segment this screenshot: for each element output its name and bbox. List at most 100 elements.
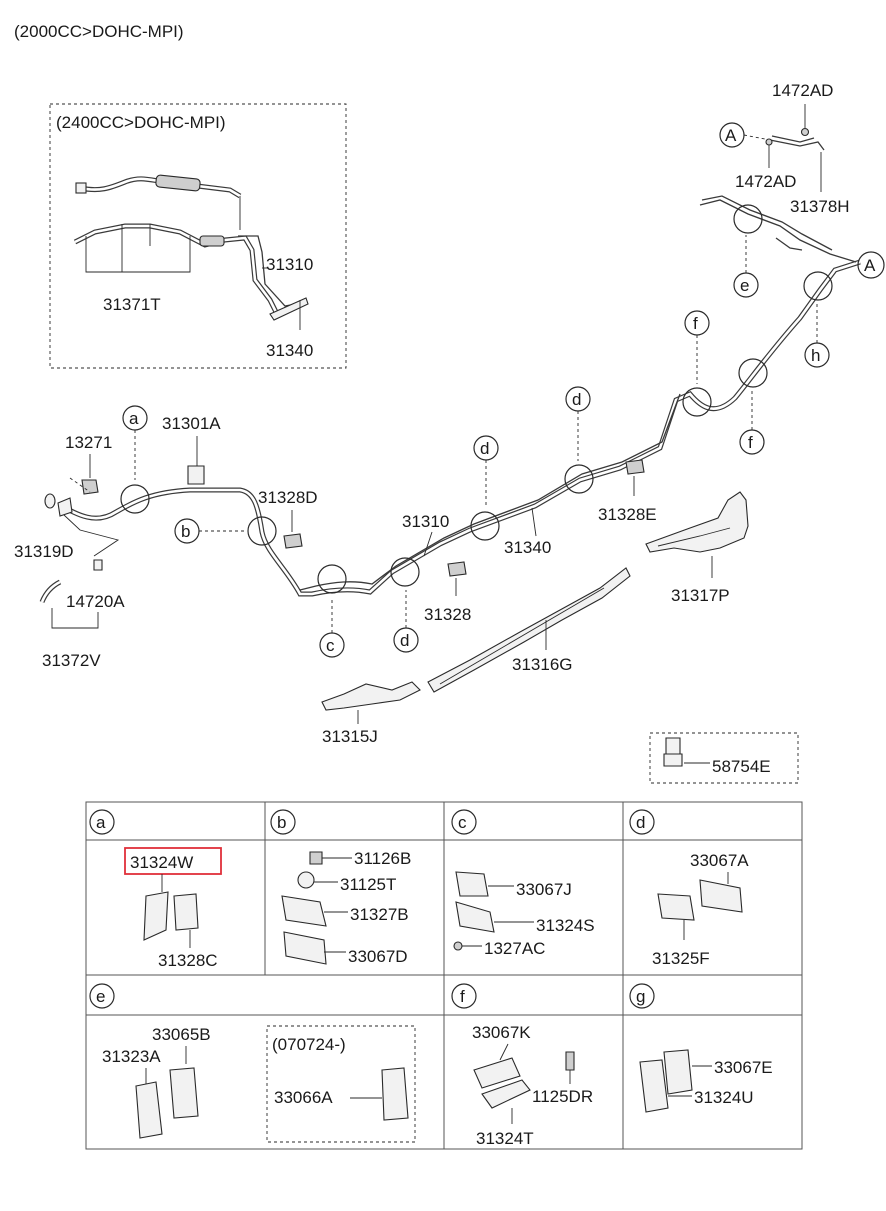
label-31323A: 31323A [102, 1047, 161, 1066]
part-31328C [173, 893, 199, 931]
part-33067J [455, 871, 489, 897]
callout-f2-label: f [748, 433, 753, 452]
table-header-b [270, 809, 296, 835]
ring-c [317, 564, 347, 594]
part-33067K [473, 1057, 521, 1089]
label-31328E: 31328E [598, 505, 657, 524]
part-14720A [93, 559, 103, 571]
label-33067D: 33067D [348, 947, 408, 966]
ring-h [803, 271, 833, 301]
inset-hose-lower [199, 235, 225, 247]
label-070724: (070724-) [272, 1035, 346, 1054]
part-31319D-ring [44, 493, 56, 509]
brackets: 31317P 31316G 31315J [321, 491, 749, 746]
callout-f1-label: f [693, 314, 698, 333]
label-31328: 31328 [424, 605, 471, 624]
callout-d1-label: d [400, 631, 409, 650]
inset-clip [269, 297, 309, 321]
label-31324W: 31324W [130, 853, 193, 872]
label-1472AD-top: 1472AD [772, 81, 833, 100]
label-31378H: 31378H [790, 197, 850, 216]
callout-b-label: b [181, 522, 190, 541]
diagram-title: (2000CC>DOHC-MPI) [14, 22, 184, 41]
part-31328D [283, 533, 303, 549]
part-31325F [657, 893, 695, 921]
table-header-f [451, 983, 477, 1009]
part-31328E [625, 459, 645, 475]
label-31324U: 31324U [694, 1088, 754, 1107]
part-31324T [481, 1079, 531, 1109]
parts-table: a b c d e f g 31324W 31328C 31126B 31125… [85, 801, 803, 1150]
table-header-g [629, 983, 655, 1009]
label-33067K: 33067K [472, 1023, 531, 1042]
label-33066A: 33066A [274, 1088, 333, 1107]
part-31324S [455, 901, 495, 933]
main-fuel-lines: A [58, 195, 885, 597]
clip-rings [120, 204, 833, 594]
label-31317P: 31317P [671, 586, 730, 605]
part-31324U [639, 1059, 669, 1113]
label-58754E: 58754E [712, 757, 771, 776]
part-33066A [381, 1067, 409, 1121]
label-13271: 13271 [65, 433, 112, 452]
label-33067A: 33067A [690, 851, 749, 870]
label-31324S: 31324S [536, 916, 595, 935]
ring-a [120, 484, 150, 514]
part-31327B [281, 895, 327, 927]
part-31317P [645, 491, 749, 553]
part-31126B [309, 851, 323, 865]
label-31310: 31310 [402, 512, 449, 531]
label-31125T: 31125T [340, 875, 396, 894]
label-33067E: 33067E [714, 1058, 773, 1077]
part-31324W [143, 891, 169, 941]
ring-e [733, 204, 763, 234]
left-small-parts: 13271 31301A 31319D 14720A 31372V [14, 414, 221, 670]
label-31316G: 31316G [512, 655, 573, 674]
table-header-a-label: a [96, 813, 106, 832]
label-31324T: 31324T [476, 1129, 534, 1148]
inset-title: (2400CC>DOHC-MPI) [56, 113, 226, 132]
clip-1472AD-mid [765, 138, 773, 146]
part-31319D [57, 497, 73, 517]
callout-d3-label: d [572, 390, 581, 409]
callout-d2-label: d [480, 439, 489, 458]
callout-A-top-label: A [725, 126, 737, 145]
table-header-f-label: f [460, 987, 465, 1006]
label-31126B: 31126B [354, 849, 411, 868]
callout-letters: a b c d d d f f e h [122, 235, 830, 658]
ring-b [247, 516, 277, 546]
box-58754E: 58754E [649, 732, 799, 784]
label-31371T: 31371T [103, 295, 161, 314]
callout-a-label: a [129, 409, 139, 428]
box-58754E-border [649, 732, 799, 784]
table-header-e-label: e [96, 987, 105, 1006]
label-31328D: 31328D [258, 488, 318, 507]
part-33067A [699, 879, 743, 913]
inset-2400cc: (2400CC>DOHC-MPI) 31371T 31310 31340 [49, 103, 347, 369]
callout-A-right-label: A [864, 256, 876, 275]
label-31319D: 31319D [14, 542, 74, 561]
ring-f1 [682, 387, 712, 417]
part-1125DR [565, 1051, 575, 1071]
part-31323A [135, 1081, 163, 1139]
inset-hose [155, 174, 201, 192]
label-31372V: 31372V [42, 651, 101, 670]
vent-line-group: 1472AD A 1472AD 31378H [719, 81, 850, 216]
label-31327B: 31327B [350, 905, 409, 924]
label-31301A: 31301A [162, 414, 221, 433]
part-33067E [663, 1049, 693, 1095]
ring-d1 [390, 557, 420, 587]
table-header-d-label: d [636, 813, 645, 832]
ring-f2 [738, 358, 768, 388]
label-1327AC: 1327AC [484, 939, 545, 958]
label-33067J: 33067J [516, 880, 572, 899]
label-1472AD-mid: 1472AD [735, 172, 796, 191]
callout-h-label: h [811, 346, 820, 365]
table-header-c [451, 809, 477, 835]
part-31125T [297, 871, 315, 889]
table-header-g-label: g [636, 987, 645, 1006]
label-31310-inset: 31310 [266, 255, 313, 274]
part-58754E-body [663, 753, 683, 767]
part-31328 [447, 561, 467, 577]
